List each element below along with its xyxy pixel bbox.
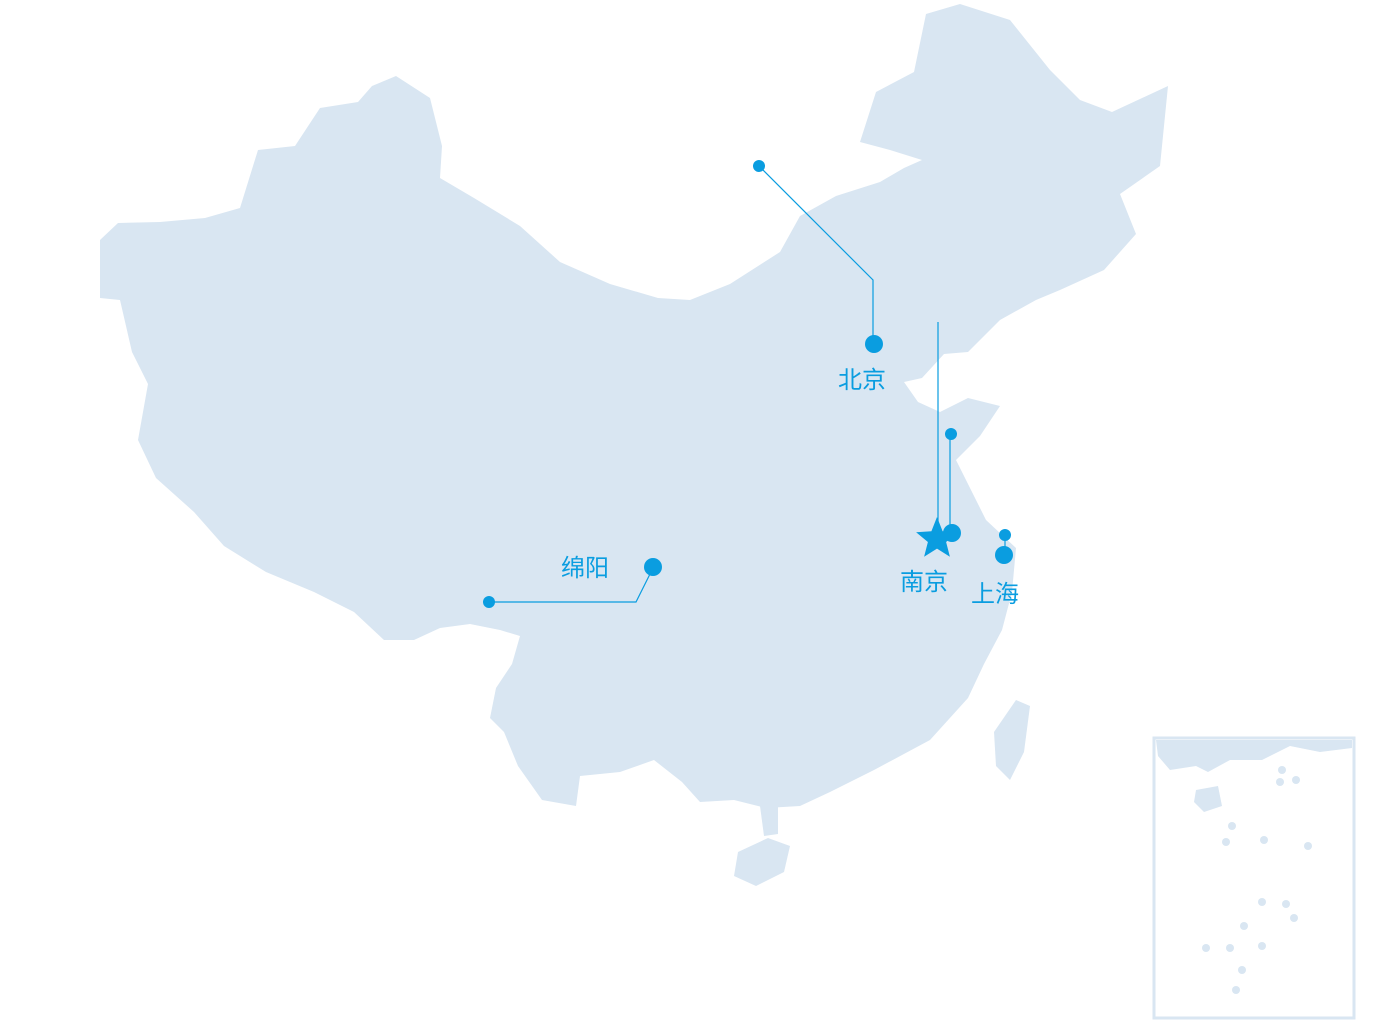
leizhou-peninsula-shape	[760, 806, 778, 836]
beijing-marker-group: 北京	[753, 160, 886, 394]
shanghai-marker-group: 上海	[971, 529, 1019, 608]
beijing-leader-end-dot	[753, 160, 765, 172]
nanjing-secondary-top-dot	[945, 428, 957, 440]
nanjing-label: 南京	[900, 568, 948, 596]
china-mainland-shape	[100, 4, 1168, 808]
beijing-city-dot[interactable]	[865, 335, 883, 353]
mianyang-leader-line	[489, 567, 654, 603]
mianyang-marker-group: 绵阳	[483, 554, 662, 608]
shanghai-label: 上海	[971, 580, 1019, 608]
mianyang-label: 绵阳	[561, 554, 609, 582]
beijing-label: 北京	[838, 366, 886, 394]
shanghai-city-dot[interactable]	[995, 546, 1013, 564]
nanjing-marker-group: 南京	[900, 322, 961, 596]
shanghai-leader-end-dot	[999, 529, 1011, 541]
hainan-island-shape	[734, 838, 790, 886]
mianyang-city-dot[interactable]	[644, 558, 662, 576]
mianyang-leader-end-dot	[483, 596, 495, 608]
beijing-leader-line	[758, 165, 874, 344]
nanjing-star-icon[interactable]	[916, 517, 958, 557]
taiwan-island-shape	[994, 700, 1030, 780]
south-china-sea-inset	[1152, 736, 1356, 1020]
